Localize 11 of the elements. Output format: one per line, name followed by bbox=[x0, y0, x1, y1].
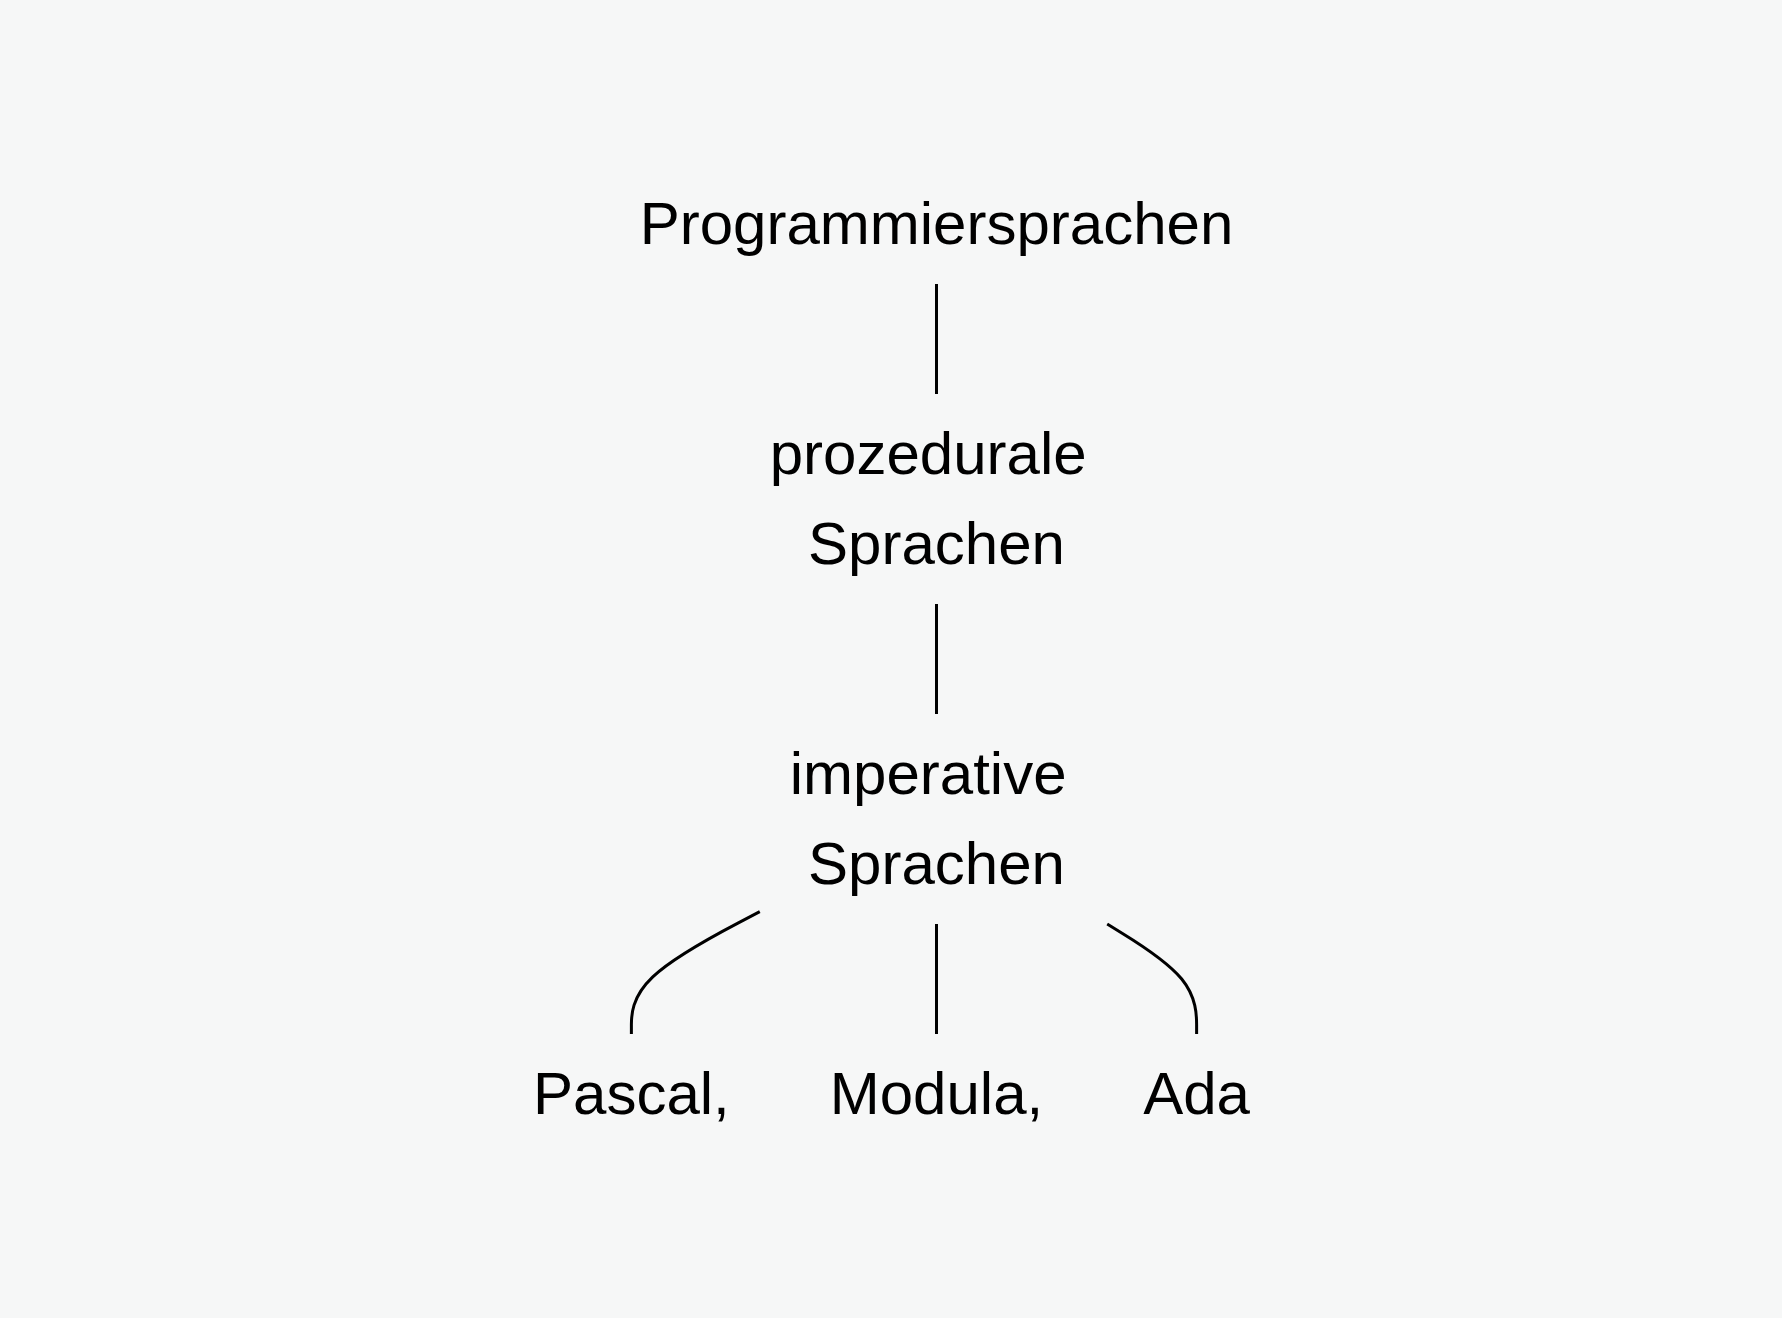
connector bbox=[1105, 922, 1198, 1034]
node-text: prozedurale Sprachen bbox=[769, 420, 1087, 577]
connector bbox=[629, 910, 760, 1034]
node-text: Pascal, bbox=[532, 1060, 730, 1127]
connector bbox=[934, 604, 938, 714]
connector bbox=[934, 284, 938, 394]
connector bbox=[934, 924, 938, 1034]
node-text: Ada bbox=[1142, 1060, 1250, 1127]
node-text: Modula, bbox=[829, 1060, 1043, 1127]
node-text: Programmiersprachen bbox=[639, 190, 1233, 257]
node-text: imperative Sprachen bbox=[789, 740, 1067, 897]
